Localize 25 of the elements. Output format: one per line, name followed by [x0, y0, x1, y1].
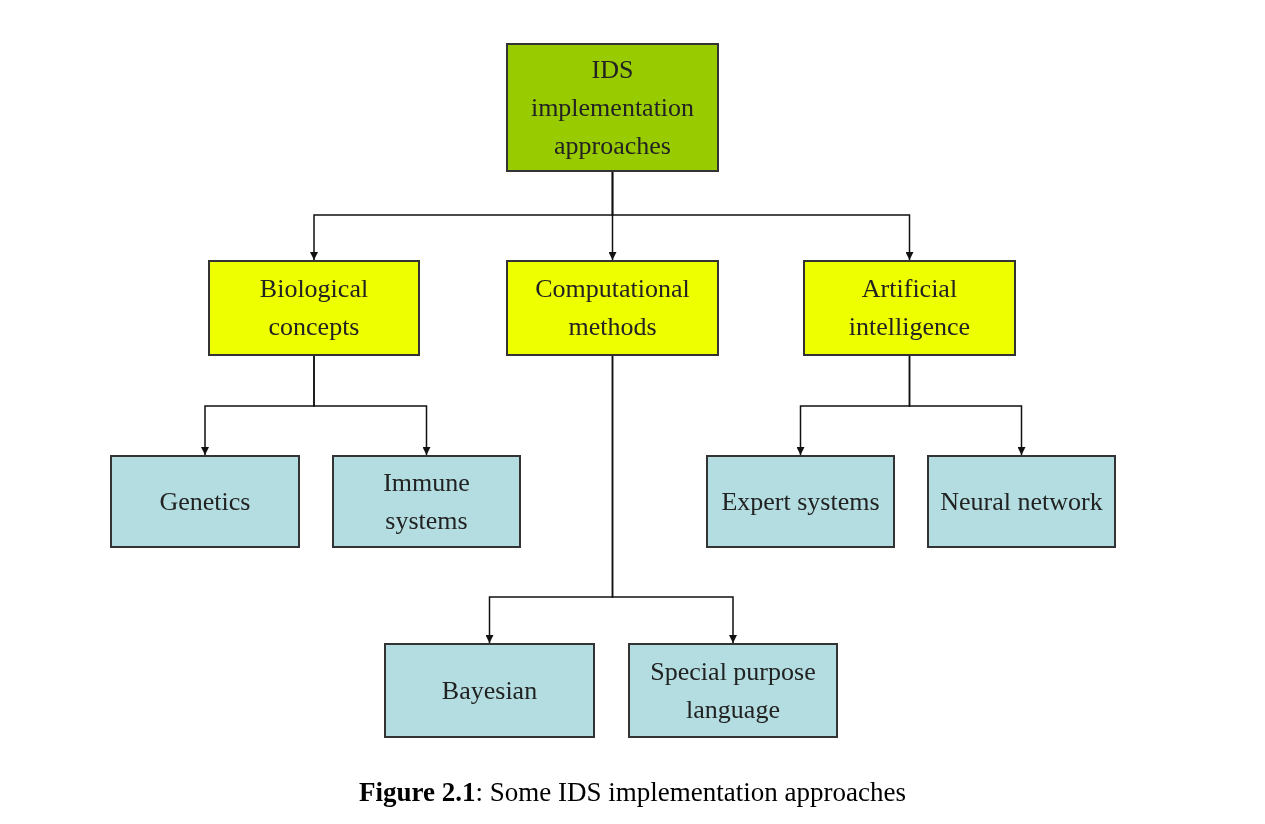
arrow — [611, 171, 914, 261]
figure-caption: Figure 2.1: Some IDS implementation approaches — [359, 776, 906, 809]
category-box — [803, 260, 1016, 356]
leaf-box — [384, 643, 595, 738]
node-label: Artificial intelligence — [847, 273, 972, 343]
arrow — [611, 355, 737, 644]
node-label: Neural network — [940, 485, 1103, 518]
leaf-box — [927, 455, 1116, 548]
leaf-box — [706, 455, 895, 548]
root-box — [506, 43, 719, 172]
leaf-box — [628, 643, 838, 738]
leaf-box — [110, 455, 300, 548]
node-label: Biological concepts — [258, 273, 370, 343]
category-box — [506, 260, 719, 356]
node-label: Expert systems — [721, 485, 880, 518]
node-label: Genetics — [159, 485, 251, 518]
node-label: Immune systems — [382, 466, 471, 537]
node-label: Special purpose language — [649, 655, 817, 726]
arrow — [313, 355, 431, 456]
category-box — [208, 260, 420, 356]
leaf-box — [332, 455, 521, 548]
arrow — [908, 355, 1026, 456]
node-label: IDS implementation approaches — [529, 53, 696, 162]
node-label: Bayesian — [441, 674, 538, 707]
node-label: Computational methods — [534, 273, 691, 343]
